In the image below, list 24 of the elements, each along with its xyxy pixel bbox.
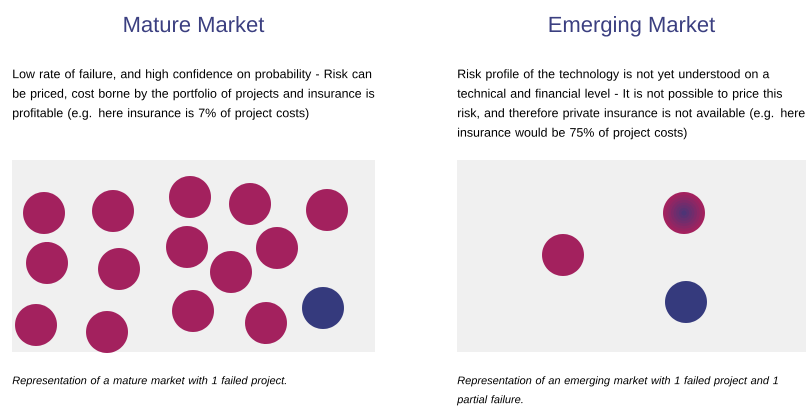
project-circle	[169, 176, 211, 218]
description-text: Risk profile of the technology is not yet understood on a technical and financial level - It is not possible to price this risk, and therefore private insurance is not available (e.g. here insurance would be 75% of project costs)	[457, 69, 805, 140]
project-circle	[23, 192, 65, 234]
project-circle	[229, 183, 271, 225]
project-circle	[306, 189, 348, 231]
project-circle	[256, 227, 298, 269]
project-circle	[26, 242, 68, 284]
panel-heading: Emerging Market	[550, 16, 716, 37]
project-circle	[98, 248, 140, 290]
project-circle	[172, 290, 214, 332]
failed-project-circle	[302, 287, 344, 329]
project-circle	[542, 234, 584, 276]
project-circle	[92, 190, 134, 232]
caption-text: Representation of an emerging market with 1 failed project and 1 partial failure.	[456, 376, 778, 406]
project-circle	[210, 251, 252, 293]
panel-heading: Mature Market	[124, 16, 264, 32]
project-circle	[166, 226, 208, 268]
project-circle	[245, 302, 287, 344]
partial-failure-circle	[663, 192, 705, 234]
caption-text: Representation of a mature market with 1 failed project.	[12, 376, 286, 386]
project-circle	[15, 304, 57, 346]
project-circle	[86, 311, 128, 353]
description-text: Low rate of failure, and high confidence on probability - Risk can be priced, cost borne by the portfolio of projects and insurance is profitable (e.g. here insurance is 7% of project costs)	[13, 69, 374, 120]
failed-project-circle	[665, 281, 707, 323]
